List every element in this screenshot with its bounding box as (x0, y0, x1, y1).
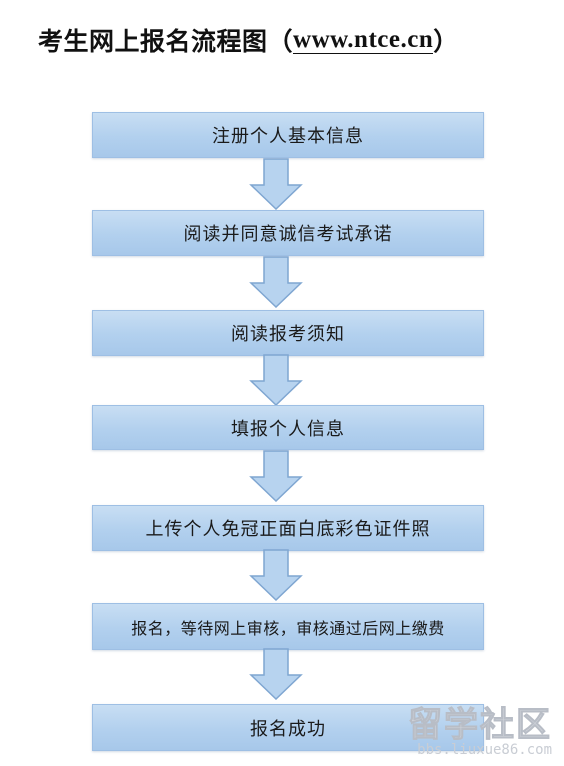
step-label: 上传个人免冠正面白底彩色证件照 (145, 519, 431, 540)
down-arrow-icon (249, 158, 303, 210)
step-label: 报名，等待网上审核，审核通过后网上缴费 (131, 618, 445, 638)
step-fill-personal-info: 填报个人信息 (92, 405, 484, 450)
step-label: 注册个人基本信息 (212, 126, 364, 147)
down-arrow-icon (249, 354, 303, 406)
step-label: 阅读报考须知 (231, 324, 345, 345)
step-register-basic-info: 注册个人基本信息 (92, 112, 484, 158)
title-text: 考生网上报名流程图（ (38, 27, 294, 56)
down-arrow-icon (249, 549, 303, 601)
step-read-integrity-pledge: 阅读并同意诚信考试承诺 (92, 210, 484, 256)
step-label: 阅读并同意诚信考试承诺 (183, 224, 393, 245)
title-url: www.ntce.cn (293, 25, 434, 55)
page-title: 考生网上报名流程图（ www.ntce.cn ） (38, 22, 459, 58)
down-arrow-icon (249, 450, 303, 502)
step-registration-success: 报名成功 (92, 704, 484, 751)
down-arrow-icon (249, 256, 303, 308)
title-close: ） (433, 27, 459, 56)
step-register-review-payment: 报名，等待网上审核，审核通过后网上缴费 (92, 603, 484, 650)
step-upload-photo: 上传个人免冠正面白底彩色证件照 (92, 505, 484, 551)
step-label: 填报个人信息 (231, 418, 345, 440)
down-arrow-icon (249, 648, 303, 700)
step-label: 报名成功 (250, 718, 326, 740)
step-read-exam-notice: 阅读报考须知 (92, 310, 484, 356)
